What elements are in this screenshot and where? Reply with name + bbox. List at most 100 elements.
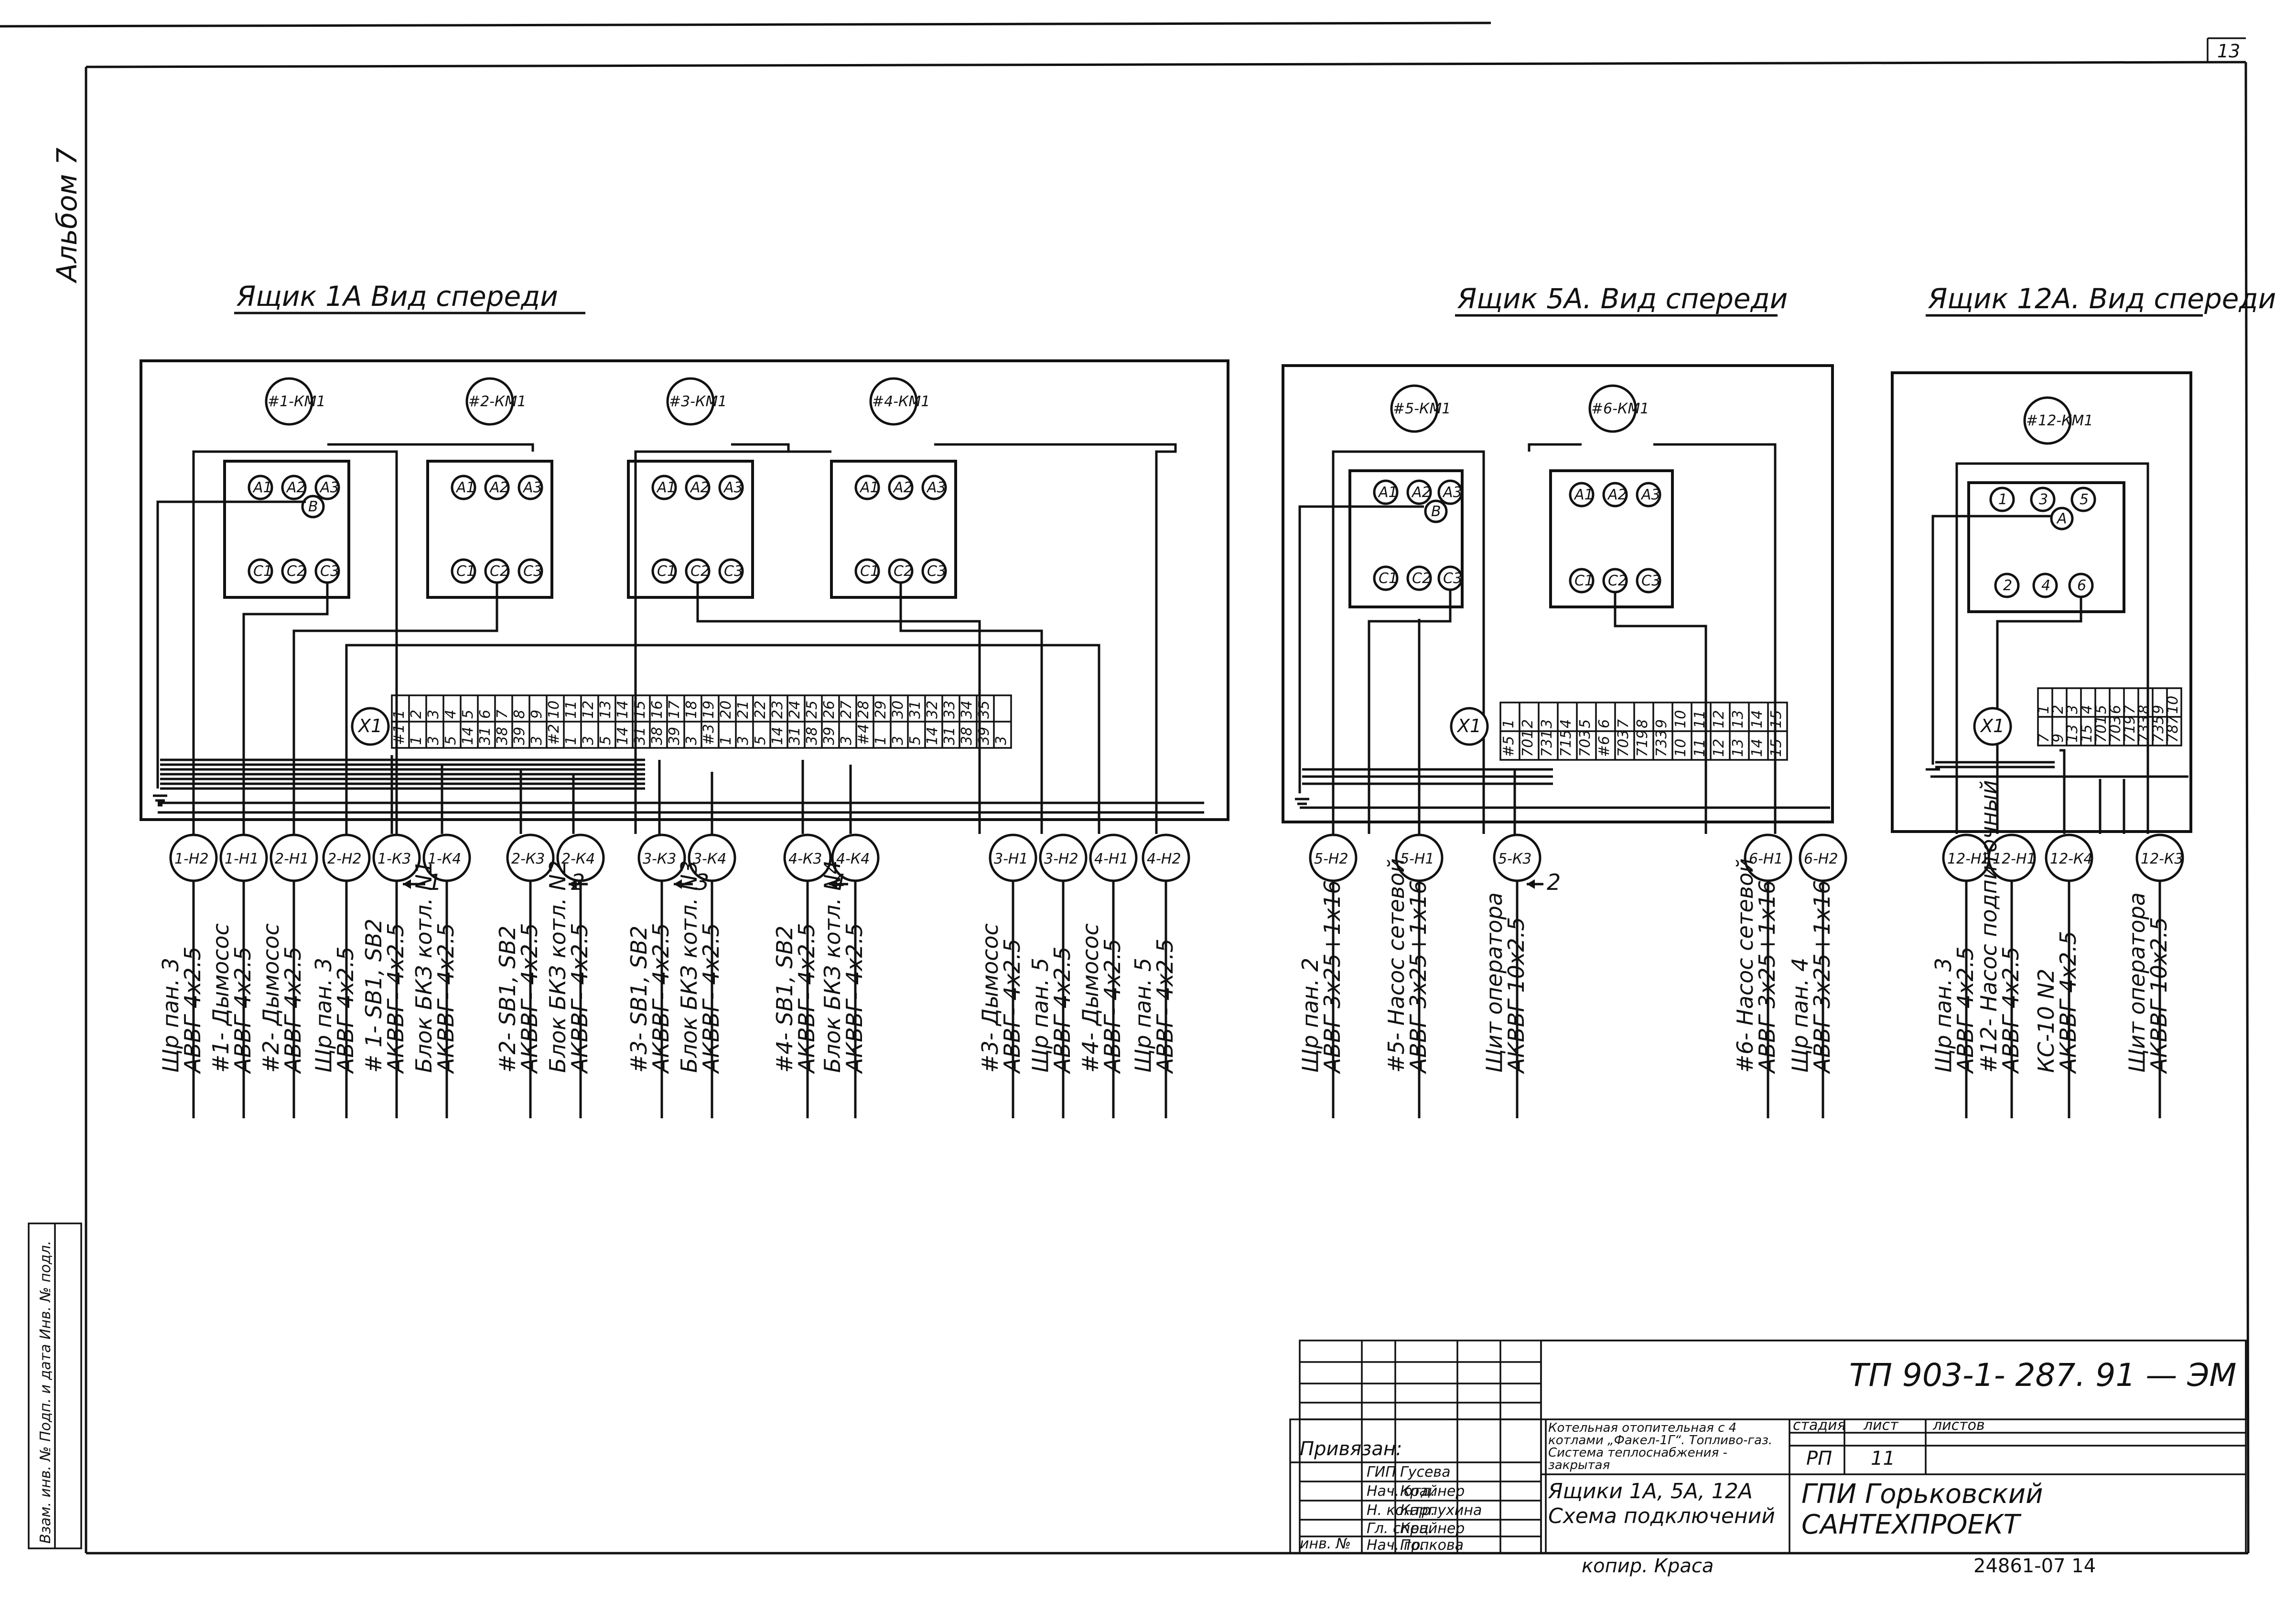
binding-label: Привязан: xyxy=(1300,1438,1402,1460)
contactor-terminals-12a: 1 3 5 А 2 4 6 xyxy=(1989,486,2096,598)
terminal-label: С2 xyxy=(1608,573,1627,589)
panel-1a: Ящик 1А Вид спереди #1-КМ1 #2-КМ1 #3-КМ1… xyxy=(140,280,1229,1118)
signature-role: ГИП xyxy=(1367,1464,1396,1481)
terminal-number: 32 xyxy=(924,701,941,719)
terminal-wire-mark: 14 xyxy=(460,727,476,745)
terminal-label: А2 xyxy=(1607,486,1627,503)
terminal-number: 2 xyxy=(2050,705,2067,714)
cable-label: АКВВГ- 4х2.5 xyxy=(648,923,674,1074)
contactor-3-terminals: А1 А2 А3 С1 С2 С3 xyxy=(651,475,744,584)
cable-label: АКВВГ- 4х2.5 xyxy=(794,923,819,1074)
contactor-label: #3-КМ1 xyxy=(669,393,727,410)
terminal-label: А3 xyxy=(319,479,339,496)
terminal-wire-mark: 14 xyxy=(1749,739,1766,757)
terminal-number: 13 xyxy=(597,701,614,719)
contactor-label-circle xyxy=(869,377,918,426)
wiring-12a xyxy=(1926,462,2188,834)
panel-1a-enclosure xyxy=(140,359,1229,821)
terminal-number: 24 xyxy=(787,701,803,719)
cable-label: Блок БКЗ котл. N3 xyxy=(676,860,702,1073)
terminal-wire-mark: 701 xyxy=(2093,715,2110,743)
terminal-label: 4 xyxy=(2041,577,2050,594)
cable-label: АКВВГ- 4х2.5 xyxy=(383,923,409,1074)
terminal-wire-mark: 733 xyxy=(1653,730,1670,757)
terminal-wire-mark: 39 xyxy=(511,727,528,745)
terminal-label: А3 xyxy=(522,479,542,496)
terminal-label: С2 xyxy=(287,563,306,580)
cable-label: АКВВГ- 4х2.5 xyxy=(567,923,593,1074)
terminal-label: А2 xyxy=(1411,484,1431,501)
cable-tag: 5-Н1 xyxy=(1400,851,1434,867)
contactor-2-terminals: А1 А2 А3 С1 С2 С3 xyxy=(451,475,543,584)
cable-label: АВВГ 4х2.5 xyxy=(180,947,205,1074)
terminal-block-label: X1 xyxy=(1456,715,1481,736)
cable-label: АВВГ- 4х2.5 xyxy=(1152,939,1178,1074)
panel-5a: Ящик 5А. Вид спереди #5-КМ1 #6-КМ1 А1 А2… xyxy=(1282,282,1847,1118)
terminal-wire-mark: 5 xyxy=(442,736,459,745)
cable-label: #4- SB1, SB2 xyxy=(772,926,798,1073)
terminal-number: 29 xyxy=(873,701,889,719)
arrow-note: 1 xyxy=(428,869,442,895)
terminal-label: С2 xyxy=(490,563,509,580)
terminal-number: 26 xyxy=(821,701,838,719)
cable-label: АКВВГ- 4х2.5 xyxy=(698,923,724,1074)
cable-label: АВВГ 3х25+1х16 xyxy=(1754,880,1780,1074)
terminal-number: 6 xyxy=(2107,705,2124,714)
terminal-number: 10 xyxy=(2165,696,2181,714)
terminal-wire-mark: 39 xyxy=(976,727,992,745)
terminal-number: 1 xyxy=(2036,705,2052,714)
cable-label: Щр пан. 5 xyxy=(1130,958,1156,1073)
cable-label: АВВГ 3х25+1х16 xyxy=(1405,880,1431,1074)
terminal-number: 11 xyxy=(1692,710,1708,728)
side-stamp: Взам. инв. № Подп. и дата Инв. № подл. xyxy=(28,1222,82,1549)
cable-label: #3- Дымосос xyxy=(977,923,1003,1073)
signature-role: Нач. гр. xyxy=(1367,1537,1425,1554)
terminal-label: А3 xyxy=(926,479,946,496)
terminal-label: 6 xyxy=(2077,577,2086,594)
terminal-label: 3 xyxy=(2039,491,2048,508)
terminal-wire-mark: 715 xyxy=(1558,730,1574,757)
cable-label: Щр пан. 3 xyxy=(158,958,183,1073)
terminal-wire-mark: 14 xyxy=(614,727,631,745)
signature-role: Гл. спец. xyxy=(1367,1520,1433,1537)
terminal-number: 14 xyxy=(1749,710,1766,728)
cable-tag: 1-К4 xyxy=(428,851,461,867)
cable-label: #6- Насос сетевой xyxy=(1732,858,1758,1073)
signature-name: Крайнер xyxy=(1400,1520,1465,1537)
sheet-title-wrap: Ящики 1А, 5А, 12А Схема подключений xyxy=(1548,1479,1775,1528)
terminal-number: 1 xyxy=(391,710,408,719)
terminal-label: 5 xyxy=(2080,491,2089,508)
cable-label: АВВГ 4х2.5 xyxy=(1998,947,2024,1074)
organization-wrap: ГПИ Горьковский САНТЕХПРОЕКТ xyxy=(1801,1479,2043,1540)
cable-tag: 2-К4 xyxy=(561,851,595,867)
panel-12a: Ящик 12А. Вид спереди #12-КМ1 1 3 5 А 2 … xyxy=(1891,282,2276,1118)
contactor-label: #4-КМ1 xyxy=(872,393,930,410)
terminal-wire-mark: 10 xyxy=(1672,739,1689,757)
arrow-notes-1a: 1 2 3 4 xyxy=(403,869,848,895)
terminal-number: 30 xyxy=(890,701,906,719)
contactor-label: #5-КМ1 xyxy=(1393,400,1451,417)
cable-tag: 4-К4 xyxy=(836,851,870,867)
terminal-wire-mark: 703 xyxy=(1577,730,1594,757)
terminal-number: 23 xyxy=(769,701,786,719)
cable-label: АВВГ 4х2.5 xyxy=(230,947,256,1074)
contactor-label: #6-КМ1 xyxy=(1591,400,1649,417)
terminal-number: 7 xyxy=(2122,705,2138,714)
contactor-4-terminals: А1 А2 А3 С1 С2 С3 xyxy=(854,475,947,584)
terminal-number: 31 xyxy=(907,701,924,719)
terminal-number: 11 xyxy=(563,701,580,719)
terminal-wire-mark: 12 xyxy=(1711,739,1727,757)
terminal-number: 8 xyxy=(511,710,528,719)
terminal-number: 13 xyxy=(1730,710,1746,728)
terminal-wire-mark: 1 xyxy=(873,736,889,745)
terminal-wire-mark: 39 xyxy=(821,727,838,745)
terminal-label: А2 xyxy=(489,479,509,496)
cable-tag: 2-Н1 xyxy=(275,851,309,867)
terminal-label: С3 xyxy=(724,563,743,580)
terminal-number: 35 xyxy=(976,701,992,719)
archive-number: 24861-07 14 xyxy=(1973,1555,2096,1577)
terminal-number: 15 xyxy=(632,701,648,719)
sheet-frame xyxy=(0,22,2250,1555)
terminal-label: А2 xyxy=(286,479,306,496)
wiring-5a xyxy=(1295,443,1830,834)
